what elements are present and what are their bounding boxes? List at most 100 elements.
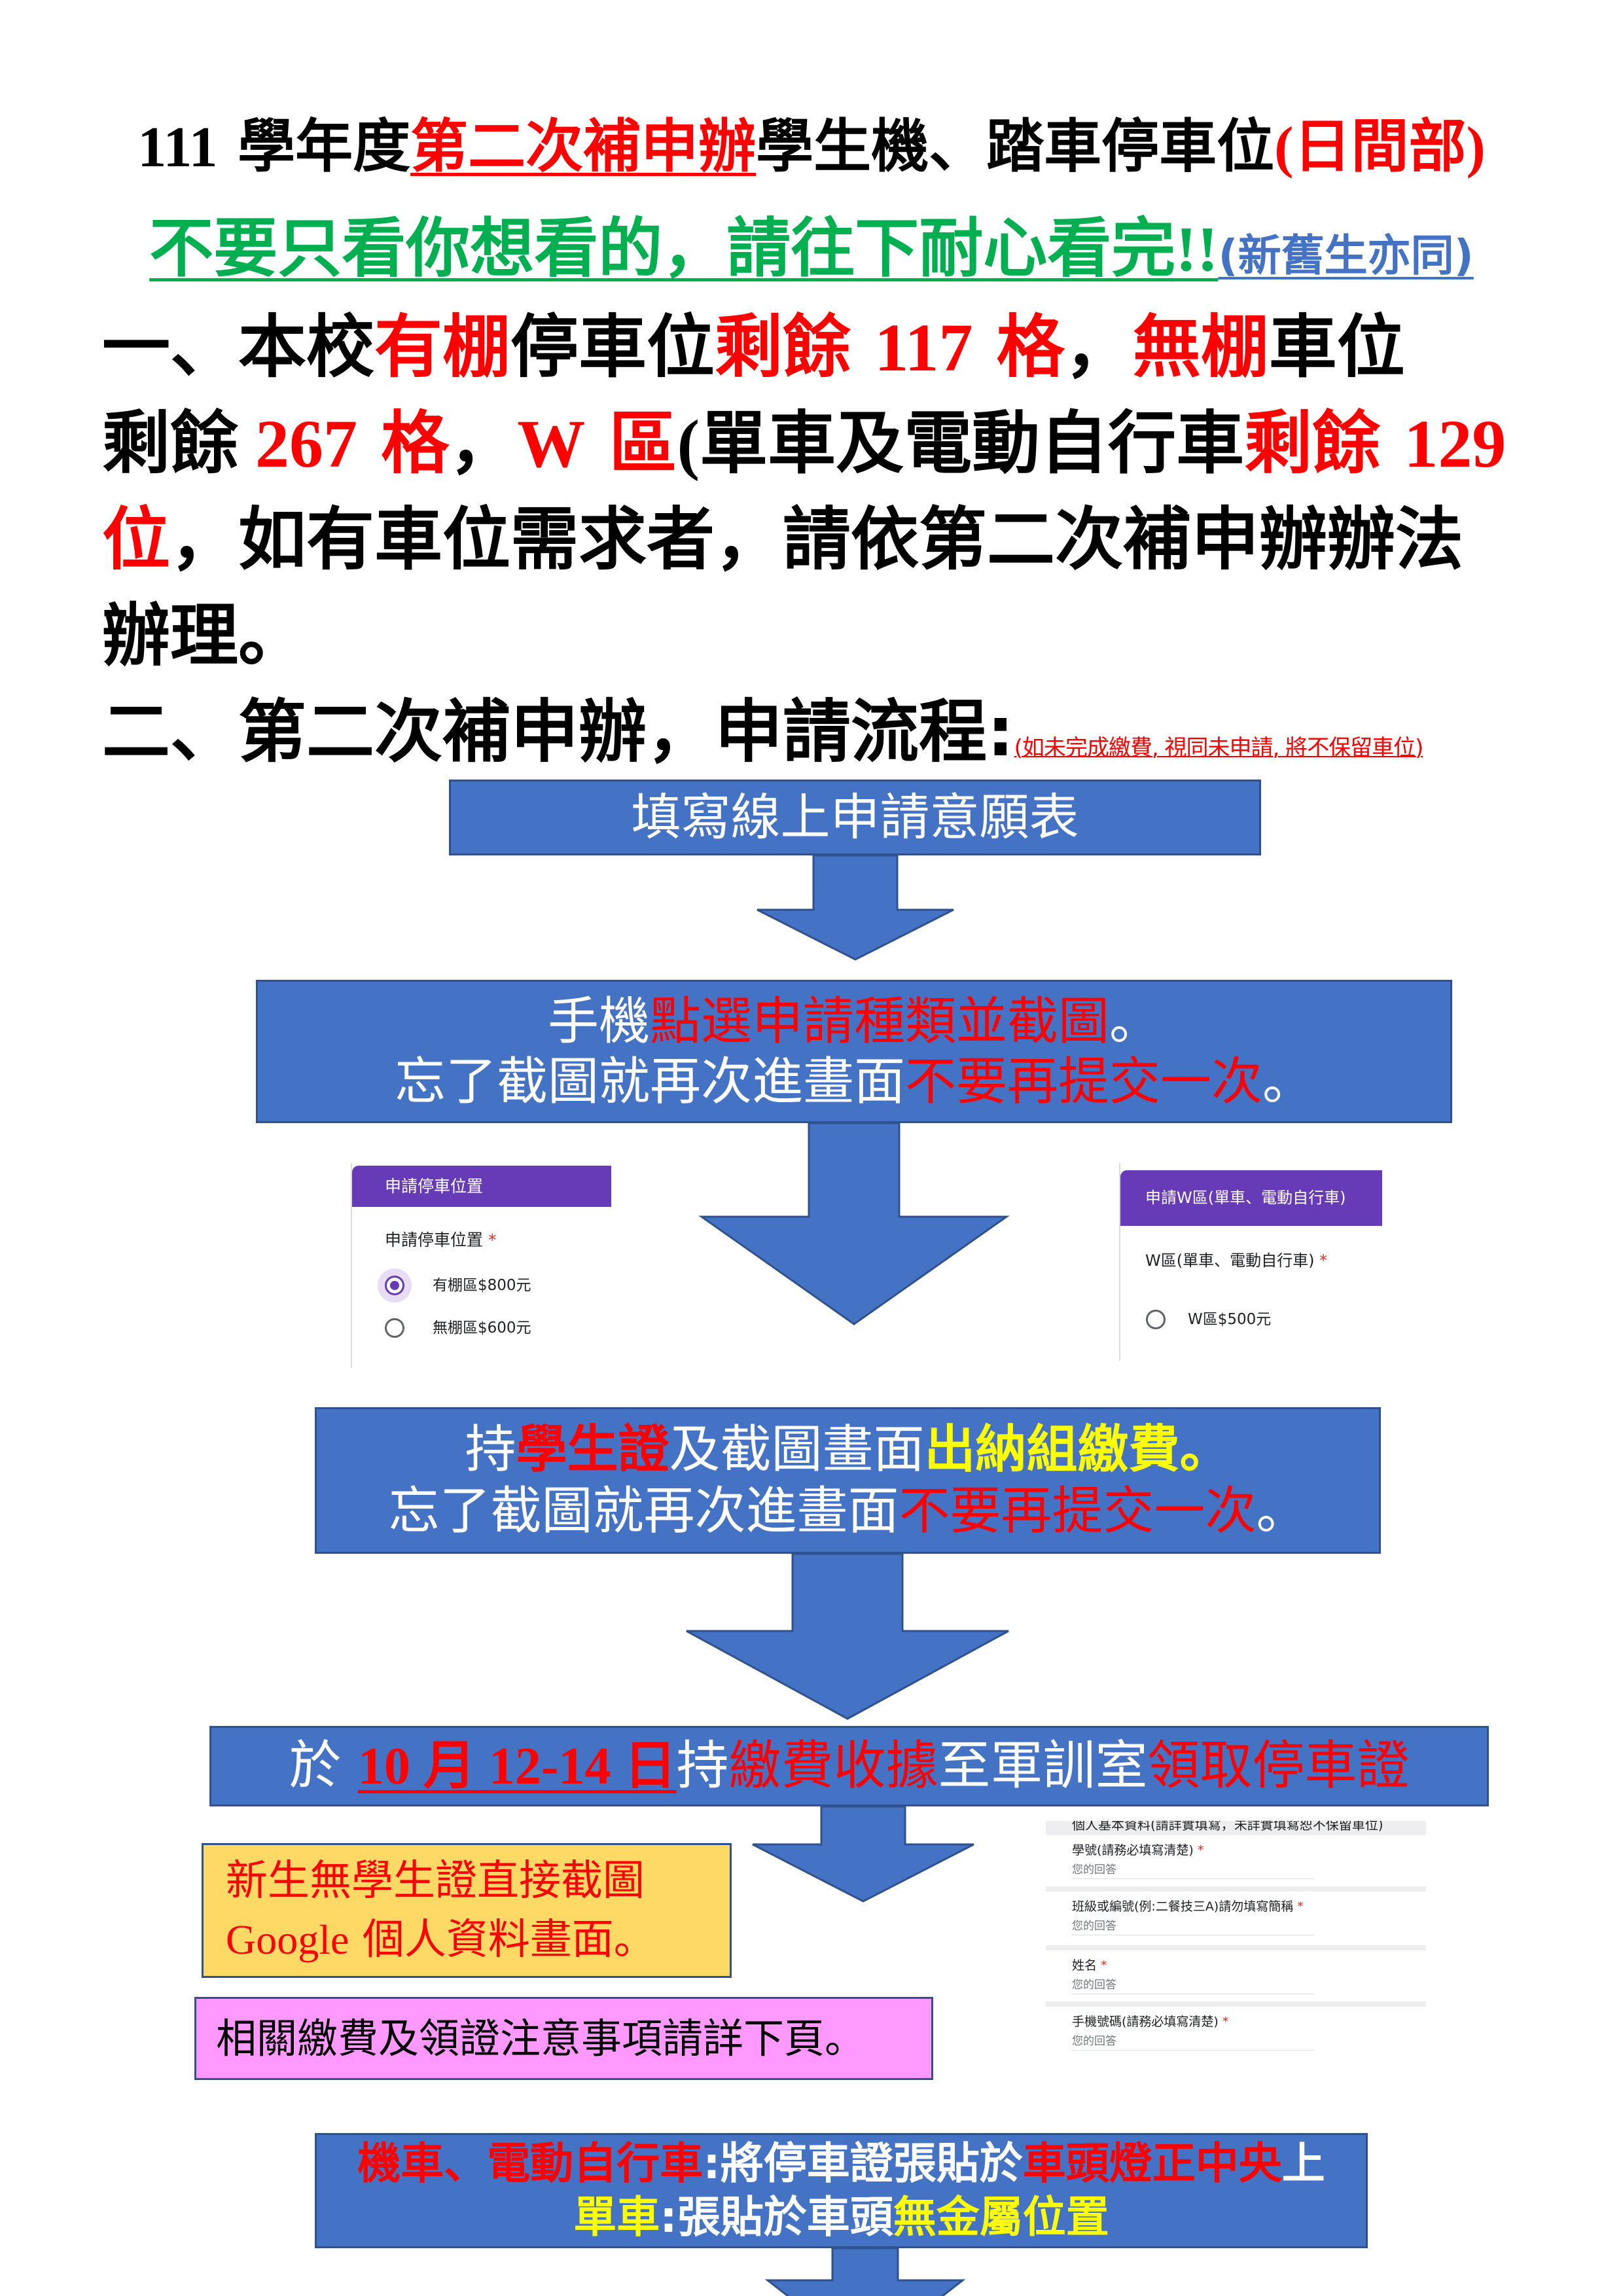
intro-line-3: 位，如有車位需求者，請依第二次補申辦辦法 [102, 492, 1506, 588]
field-underline [1072, 2050, 1314, 2051]
process-heading-text: 二、第二次補申辦，申請流程: [102, 692, 1014, 772]
w-zone-remaining-count: 129 [1404, 406, 1507, 482]
profile-field-name: 姓名 * 您的回答 [1046, 1950, 1426, 2001]
flow-step-4: 於 10 月 12-14 日持繳費收據至軍訓室領取停車證 [209, 1726, 1489, 1806]
w-zone-question-text: W區(單車、電動自行車) [1145, 1251, 1315, 1270]
step4-to-office: 至軍訓室 [938, 1735, 1148, 1796]
apply-instruction-end: 辦理。 [102, 596, 307, 675]
step3-student-id: 學生證 [516, 1420, 669, 1479]
profile-field-class: 班級或編號(例:二餐技三A)請勿填寫簡稱 * 您的回答 [1046, 1892, 1426, 1945]
w-zone-vehicles: 單車及電動自行車 [700, 403, 1245, 483]
step3-period: 。 [1256, 1482, 1308, 1541]
w-zone-label: 區 [585, 403, 677, 483]
flow-step-2-line-1: 手機點選申請種類並截圖。 [548, 992, 1160, 1052]
step3-cashier-payment: 出納組繳費。 [924, 1420, 1231, 1479]
profile-form-screenshot: 個人基本資料(請詳實填寫，未詳實填寫恕不保留車位) 學號(請務必填寫清楚) * … [1046, 1821, 1426, 2055]
spaces-label: 車位 [1268, 307, 1405, 387]
field-placeholder: 您的回答 [1072, 1863, 1116, 1876]
step4-on: 於 [289, 1735, 358, 1796]
unit-label: 格 [357, 403, 450, 483]
flow-step-1-text: 填寫線上申請意願表 [631, 788, 1079, 846]
new-student-note-line-1: 新生無學生證直接截圖 [226, 1857, 645, 1905]
page-subtitle: 不要只看你想看的，請往下耐心看完!!(新舊生亦同) [0, 215, 1623, 301]
w-zone-form-header-text: 申請W區(單車、電動自行車) [1145, 1189, 1346, 1207]
flow-arrow-3 [686, 1552, 1009, 1720]
required-asterisk: * [483, 1230, 497, 1249]
radio-uncovered [385, 1318, 404, 1338]
step3-bring: 持 [465, 1420, 516, 1479]
step4-collect-permit: 領取停車證 [1147, 1735, 1410, 1796]
flow-arrow-4 [752, 1805, 974, 1903]
parking-label: 停車位 [510, 307, 715, 387]
field-label-text: 學號(請務必填寫清楚) [1072, 1843, 1194, 1857]
google-label: Google [226, 1916, 349, 1963]
covered-remaining-count: 117 [874, 310, 973, 386]
intro-line-2: 剩餘 267 格，W 區(單車及電動自行車剩餘 129 [102, 395, 1506, 492]
comma: ， [449, 403, 518, 483]
flow-arrow-5 [764, 2247, 966, 2296]
w-zone-form-header: 申請W區(單車、電動自行車) [1120, 1170, 1382, 1226]
apply-instruction: ，如有車位需求者，請依第二次補申辦辦法 [170, 499, 1464, 579]
step5-attach-front: :張貼於車頭 [660, 2192, 893, 2242]
title-year-label: 學年度 [217, 113, 411, 180]
step5-attach-permit: :將停車證張貼於 [703, 2138, 1023, 2189]
flow-step-5-line-1: 機車、電動自行車:將停車證張貼於車頭燈正中央上 [357, 2137, 1325, 2191]
step4-receipt: 繳費收據 [728, 1735, 938, 1796]
step5-above: 上 [1281, 2138, 1325, 2189]
intro-line-4: 辦理。 [102, 588, 1506, 684]
remaining-label: 剩餘 [1244, 403, 1404, 483]
required-asterisk: * [1293, 1899, 1304, 1914]
w-zone-question: W區(單車、電動自行車) * [1145, 1249, 1327, 1272]
flow-arrow-1 [757, 854, 954, 961]
field-label-text: 姓名 [1072, 1958, 1097, 1973]
step2-select-and-capture: 點選申請種類並截圖 [649, 992, 1109, 1051]
field-label-text: 手機號碼(請務必填寫清楚) [1072, 2015, 1219, 2029]
comma: ， [1064, 307, 1133, 387]
flow-arrow-2 [698, 1122, 1010, 1325]
radio-w-zone [1146, 1310, 1166, 1329]
w-zone-form-screenshot: 申請W區(單車、電動自行車) W區(單車、電動自行車) * W區$500元 [1119, 1163, 1382, 1361]
flow-step-3-line-2: 忘了截圖就再次進畫面不要再提交一次。 [388, 1480, 1307, 1542]
see-next-page-text: 相關繳費及領證注意事項請詳下頁。 [216, 2014, 866, 2062]
step5-motorcycle-ebike: 機車、電動自行車 [357, 2138, 704, 2189]
process-heading: 二、第二次補申辦，申請流程:(如未完成繳費, 視同未申請, 將不保留車位) [102, 684, 1506, 780]
title-division: (日間部) [1274, 116, 1486, 179]
field-label: 手機號碼(請務必填寫清楚) * [1072, 2013, 1228, 2030]
field-placeholder: 您的回答 [1072, 2035, 1116, 2048]
body-text: 一、本校有棚停車位剩餘 117 格，無棚車位 剩餘 267 格，W 區(單車及電… [102, 299, 1506, 780]
parking-form-header: 申請停車位置 [352, 1166, 611, 1207]
step2-do-not-resubmit: 不要再提交一次 [904, 1052, 1262, 1111]
parking-question-text: 申請停車位置 [385, 1230, 484, 1249]
step2-period: 。 [1109, 992, 1161, 1051]
step4-pickup-dates: 10 月 12-14 日 [357, 1738, 677, 1795]
profile-screen-label: 個人資料畫面。 [349, 1916, 656, 1964]
field-label: 班級或編號(例:二餐技三A)請勿填寫簡稱 * [1072, 1898, 1304, 1915]
parking-question: 申請停車位置 * [385, 1229, 496, 1251]
see-next-page-note: 相關繳費及領證注意事項請詳下頁。 [194, 1997, 933, 2080]
step2-forgot-capture: 忘了截圖就再次進畫面 [394, 1052, 905, 1111]
field-underline [1072, 1878, 1314, 1879]
open-paren: ( [677, 406, 700, 482]
applies-to-all-note: (新舊生亦同) [1218, 230, 1474, 281]
step5-bicycle: 單車 [573, 2192, 660, 2242]
field-placeholder: 您的回答 [1072, 1920, 1116, 1933]
unit-label: 格 [972, 307, 1065, 387]
w-zone-letter: W [517, 406, 586, 482]
flow-step-5-line-2: 單車:張貼於車頭無金屬位置 [573, 2191, 1109, 2244]
flow-step-1: 填寫線上申請意願表 [449, 780, 1261, 855]
option-uncovered-label: 無棚區$600元 [433, 1319, 531, 1336]
title-year: 111 [137, 116, 218, 179]
read-all-exclaim: !! [1175, 214, 1219, 285]
radio-covered [385, 1276, 404, 1295]
field-label: 姓名 * [1072, 1957, 1107, 1974]
flow-step-5: 機車、電動自行車:將停車證張貼於車頭燈正中央上 單車:張貼於車頭無金屬位置 [315, 2133, 1368, 2248]
title-subject: 學生機、踏車停車位 [756, 113, 1275, 180]
step3-do-not-resubmit: 不要再提交一次 [899, 1482, 1257, 1541]
field-placeholder: 您的回答 [1072, 1979, 1116, 1992]
flow-step-2: 手機點選申請種類並截圖。 忘了截圖就再次進畫面不要再提交一次。 [256, 980, 1452, 1123]
parking-form-header-text: 申請停車位置 [385, 1177, 484, 1196]
step5-non-metal-spot: 無金屬位置 [893, 2192, 1109, 2242]
flow-step-3: 持學生證及截圖畫面出納組繳費。 忘了截圖就再次進畫面不要再提交一次。 [315, 1407, 1381, 1554]
new-student-note: 新生無學生證直接截圖 Google 個人資料畫面。 [202, 1843, 732, 1978]
option-w-zone-label: W區$500元 [1188, 1311, 1272, 1328]
